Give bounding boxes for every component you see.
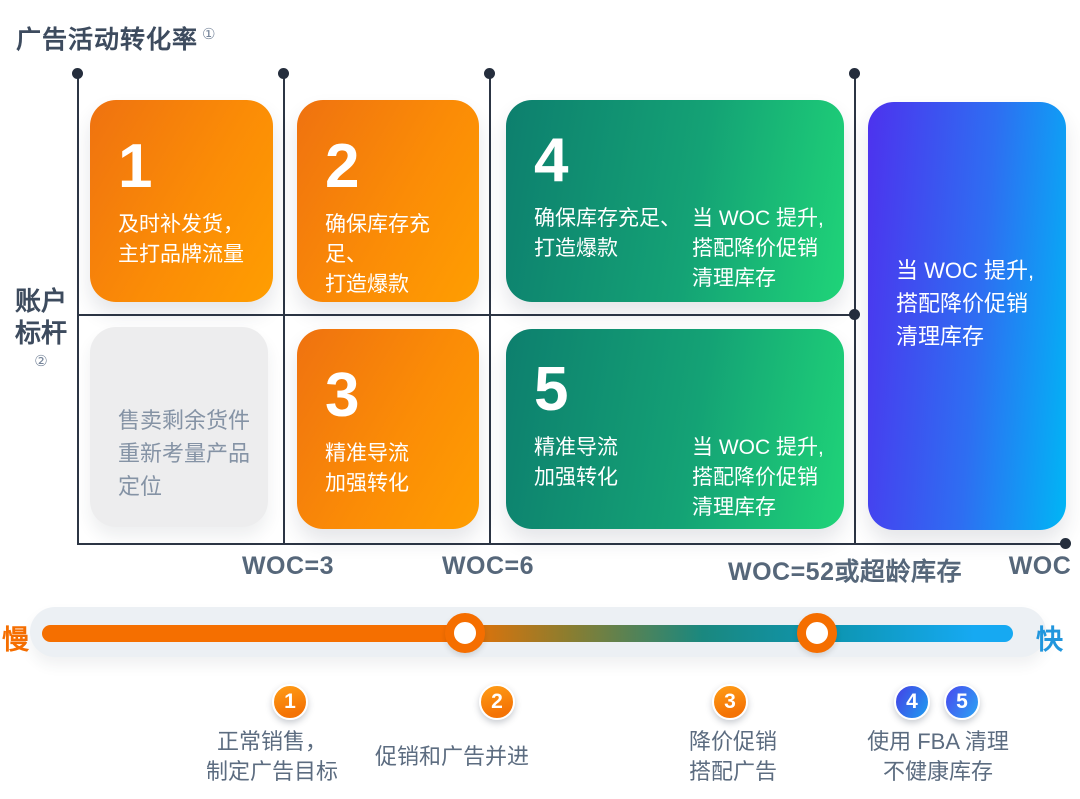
axis-dot [849, 309, 860, 320]
strategy-box-5-text-left: 精准导流 加强转化 [534, 436, 618, 489]
strategy-box-5: 5 精准导流 加强转化 当 WOC 提升, 搭配降价促销 清理库存 [506, 329, 844, 529]
strategy-box-2: 2 确保库存充足、 打造爆款 [297, 100, 479, 302]
strategy-box-3-text: 精准导流 加强转化 [325, 442, 409, 495]
legend-item-4-label: 使用 FBA 清理 不健康库存 [867, 729, 1009, 785]
axis-dot [1060, 538, 1071, 549]
slider-slow-label: 慢 [2, 625, 29, 655]
y-axis-label-text: 账户 标杆 [14, 286, 67, 348]
legend-badge-3: 3 [712, 684, 748, 720]
strategy-box-4-text-right: 当 WOC 提升, 搭配降价促销 清理库存 [692, 207, 824, 290]
grid-vline-woc3 [283, 73, 285, 545]
grid-hline-bottom-axis [77, 543, 1066, 545]
speed-slider-handle-2[interactable] [797, 613, 837, 653]
axis-dot [72, 68, 83, 79]
strategy-box-1-number: 1 [118, 132, 153, 201]
footnote-2-mark: ② [34, 353, 48, 371]
strategy-box-1: 1 及时补发货， 主打品牌流量 [90, 100, 273, 302]
x-tick-woc52: WOC=52或超龄库存 [727, 558, 962, 586]
legend-badge-2: 2 [479, 684, 515, 720]
legend-item-2-label: 促销和广告并进 [374, 744, 529, 769]
legend-badge-4: 4 [894, 684, 930, 720]
axis-dot [278, 68, 289, 79]
x-tick-woc3: WOC=3 [241, 552, 335, 580]
legend-badge-1: 1 [272, 684, 308, 720]
y-axis-label: 账户 标杆 ② [10, 286, 72, 370]
strategy-box-fba-text: 当 WOC 提升, 搭配降价促销 清理库存 [896, 257, 1035, 349]
page-title-text: 广告活动转化率 [16, 26, 199, 54]
legend-item-3-label: 降价促销 搭配广告 [688, 729, 777, 785]
footnote-1-mark: ① [202, 26, 217, 43]
grid-hline-middle [77, 314, 856, 316]
grid-vline-woc6 [489, 73, 491, 545]
strategy-box-5-text-right: 当 WOC 提升, 搭配降价促销 清理库存 [692, 436, 824, 519]
strategy-box-2-text: 确保库存充足、 打造爆款 [325, 213, 430, 296]
grid-vline-axis [77, 73, 79, 545]
strategy-box-remnant-text: 售卖剩余货件 重新考量产品 定位 [118, 408, 251, 499]
axis-dot [484, 68, 495, 79]
strategy-box-2-number: 2 [325, 132, 360, 201]
strategy-box-4-number: 4 [534, 126, 569, 195]
strategy-box-4: 4 确保库存充足、 打造爆款 当 WOC 提升, 搭配降价促销 清理库存 [506, 100, 844, 302]
slider-fast-label: 快 [1036, 625, 1063, 655]
legend-item-3-badges: 3 [712, 684, 748, 720]
x-tick-woc6: WOC=6 [441, 552, 535, 580]
strategy-box-3-number: 3 [325, 361, 360, 430]
legend-item-1-badges: 1 [272, 684, 308, 720]
speed-slider-handle-1[interactable] [445, 613, 485, 653]
strategy-box-1-text: 及时补发货， 主打品牌流量 [118, 213, 244, 266]
legend-item-4-badges: 4 5 [894, 684, 980, 720]
legend-item-2-badges: 2 [479, 684, 515, 720]
strategy-box-5-number: 5 [534, 355, 569, 424]
legend-item-1-label: 正常销售， 制定广告目标 [205, 729, 338, 785]
axis-dot [849, 68, 860, 79]
speed-slider-bar [42, 625, 1013, 642]
legend-badge-5: 5 [944, 684, 980, 720]
strategy-box-4-text-left: 确保库存充足、 打造爆款 [534, 207, 681, 260]
strategy-box-remnant: 售卖剩余货件 重新考量产品 定位 [90, 327, 268, 527]
strategy-box-3: 3 精准导流 加强转化 [297, 329, 479, 529]
x-tick-woc: WOC [1008, 552, 1072, 580]
strategy-box-fba: 当 WOC 提升, 搭配降价促销 清理库存 [868, 102, 1066, 530]
